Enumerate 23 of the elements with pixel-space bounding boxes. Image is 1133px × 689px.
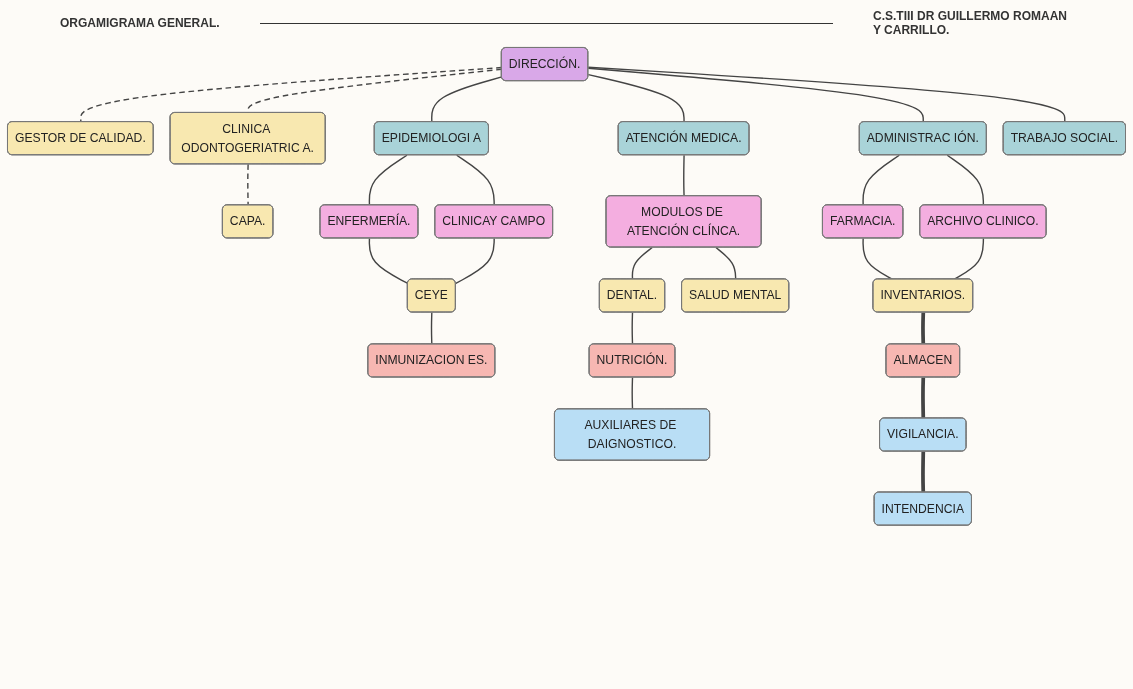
connector [431, 76, 503, 123]
connector [631, 311, 634, 345]
connector [683, 154, 685, 197]
connector [80, 66, 503, 123]
connector [456, 154, 495, 206]
connector [430, 311, 433, 345]
connector [631, 376, 634, 410]
chart-title: ORGAMIGRAMA GENERAL. [60, 16, 220, 30]
connector [455, 237, 495, 285]
connector [946, 154, 985, 206]
connector [715, 246, 737, 280]
connector [921, 451, 926, 493]
connector [368, 154, 408, 206]
connector [921, 312, 926, 345]
connector [247, 163, 249, 206]
connector [921, 377, 926, 419]
header-note: C.S.TIII DR GUILLERMO ROMAAN Y CARRILLO. [873, 9, 1068, 37]
connector [862, 154, 900, 206]
connector [587, 67, 924, 123]
connector [587, 73, 685, 123]
connector [368, 237, 409, 285]
connector [587, 66, 1066, 123]
connector [631, 246, 653, 280]
